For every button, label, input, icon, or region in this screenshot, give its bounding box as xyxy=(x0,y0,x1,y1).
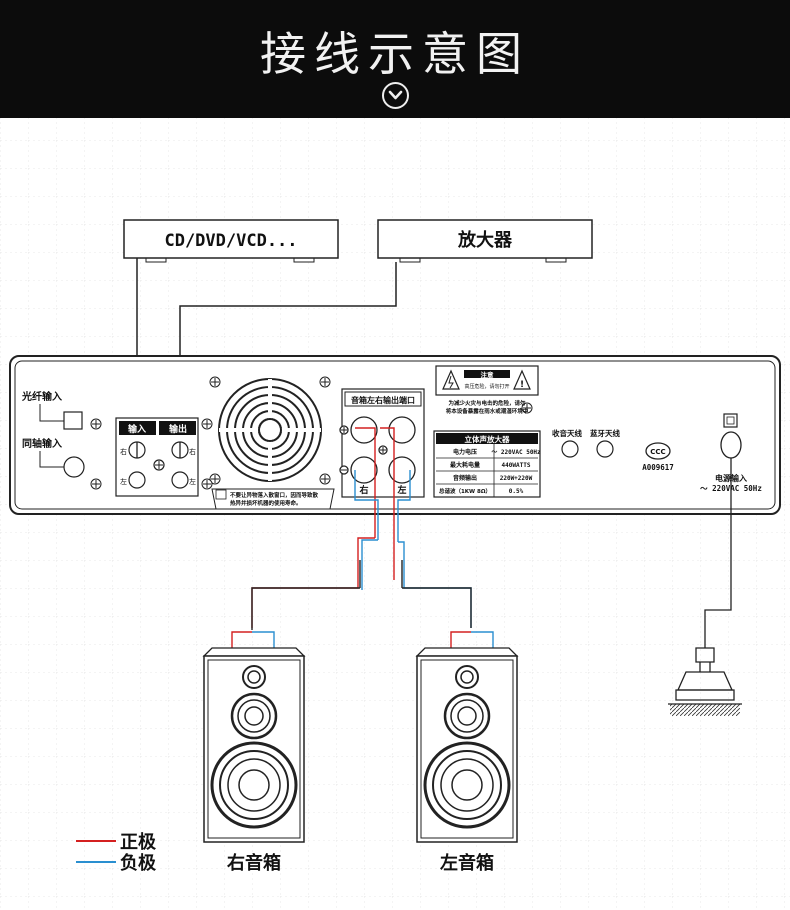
rca-left-mark: 左 xyxy=(120,477,127,486)
output-label: 输出 xyxy=(169,423,187,435)
coaxial-port[interactable] xyxy=(63,456,85,478)
right-speaker: 右音箱 xyxy=(202,647,306,874)
right-channel-label: 右 xyxy=(358,484,368,496)
bt-antenna-label: 蓝牙天线 xyxy=(590,428,620,438)
svg-text:CCC: CCC xyxy=(650,448,665,456)
rear-panel: 光纤输入 同轴输入 输入 输出 xyxy=(9,355,781,515)
rca-right-mark-2: 右 xyxy=(189,447,196,456)
spec-val-3: 0.5% xyxy=(509,488,524,495)
warning-triangle-icon xyxy=(442,369,460,390)
spec-key-2: 音频输出 xyxy=(453,474,477,482)
warning-triangle-icon-2 xyxy=(513,369,531,390)
spec-key-3: 总谐波（1KW 8Ω） xyxy=(439,487,491,495)
legend: 正极 负极 xyxy=(76,832,157,874)
source-device-label: CD/DVD/VCD... xyxy=(164,231,297,251)
radio-antenna-port[interactable] xyxy=(561,440,579,458)
spec-key-1: 最大耗电量 xyxy=(450,461,480,469)
power-socket[interactable] xyxy=(720,431,742,459)
header-bar: 接线示意图 xyxy=(0,0,790,118)
spec-val-2: 220W+220W xyxy=(500,475,533,482)
plug-base-hatch xyxy=(670,704,740,716)
source-device: CD/DVD/VCD... xyxy=(123,219,339,263)
rca-input-left[interactable] xyxy=(128,471,146,489)
left-channel-label: 左 xyxy=(396,484,406,496)
legend-negative-label: 负极 xyxy=(120,852,157,874)
spec-title: 立体声放大器 xyxy=(465,434,510,444)
right-negative-terminal[interactable] xyxy=(350,456,378,484)
caution-text-1: 为减少火灾与电击的危险，请勿 xyxy=(448,399,526,407)
spec-val-1: 440WATTS xyxy=(502,462,531,469)
spec-key-0: 电力电压 xyxy=(453,448,477,456)
fan-warning-line1: 不要让异物落入散窗口，因而导致散 xyxy=(230,491,319,499)
rca-right-mark: 右 xyxy=(120,447,127,456)
amplifier-device: 放大器 xyxy=(377,219,593,263)
rca-left-mark-2: 左 xyxy=(189,477,196,486)
radio-antenna-label: 收音天线 xyxy=(552,428,582,438)
caution-text-2: 将本设备暴露在雨水或潮湿环境中 xyxy=(446,407,529,415)
power-cord xyxy=(675,458,735,701)
left-negative-terminal[interactable] xyxy=(388,456,416,484)
spec-val-0: ～ 220VAC 50Hz xyxy=(491,449,541,456)
speaker-cables xyxy=(231,427,494,648)
bt-antenna-port[interactable] xyxy=(596,440,614,458)
input-label: 输入 xyxy=(128,423,146,435)
power-switch-icon[interactable] xyxy=(723,413,738,428)
right-speaker-label: 右音箱 xyxy=(227,852,281,874)
speaker-output-title: 音箱左右输出端口 xyxy=(351,395,415,405)
caution-title: 注意 xyxy=(481,370,495,379)
page-title: 接线示意图 xyxy=(260,27,530,81)
left-speaker-label: 左音箱 xyxy=(440,852,494,874)
legend-positive-label: 正极 xyxy=(120,832,157,853)
svg-text:!: ! xyxy=(520,380,524,390)
ccc-mark-icon: CCC xyxy=(645,442,671,460)
left-speaker: 左音箱 xyxy=(415,647,519,874)
spec-table: 立体声放大器 电力电压 ～ 220VAC 50Hz 最大耗电量 440WATTS… xyxy=(433,430,541,498)
optical-input-label: 光纤输入 xyxy=(21,390,62,403)
caution-sub: 高压危险，请勿打开 xyxy=(464,383,509,390)
left-positive-terminal[interactable] xyxy=(388,416,416,444)
coaxial-input-label: 同轴输入 xyxy=(22,437,62,450)
fan-grille xyxy=(218,378,322,482)
ccc-code: A009617 xyxy=(642,463,674,472)
amplifier-device-label: 放大器 xyxy=(457,229,513,251)
rca-output-left[interactable] xyxy=(171,471,189,489)
right-positive-terminal[interactable] xyxy=(350,416,378,444)
chevron-down-icon[interactable] xyxy=(382,82,409,109)
fan-warning-line2: 热异并损坏机器的使用寿命。 xyxy=(230,499,302,507)
optical-port[interactable] xyxy=(63,411,83,430)
